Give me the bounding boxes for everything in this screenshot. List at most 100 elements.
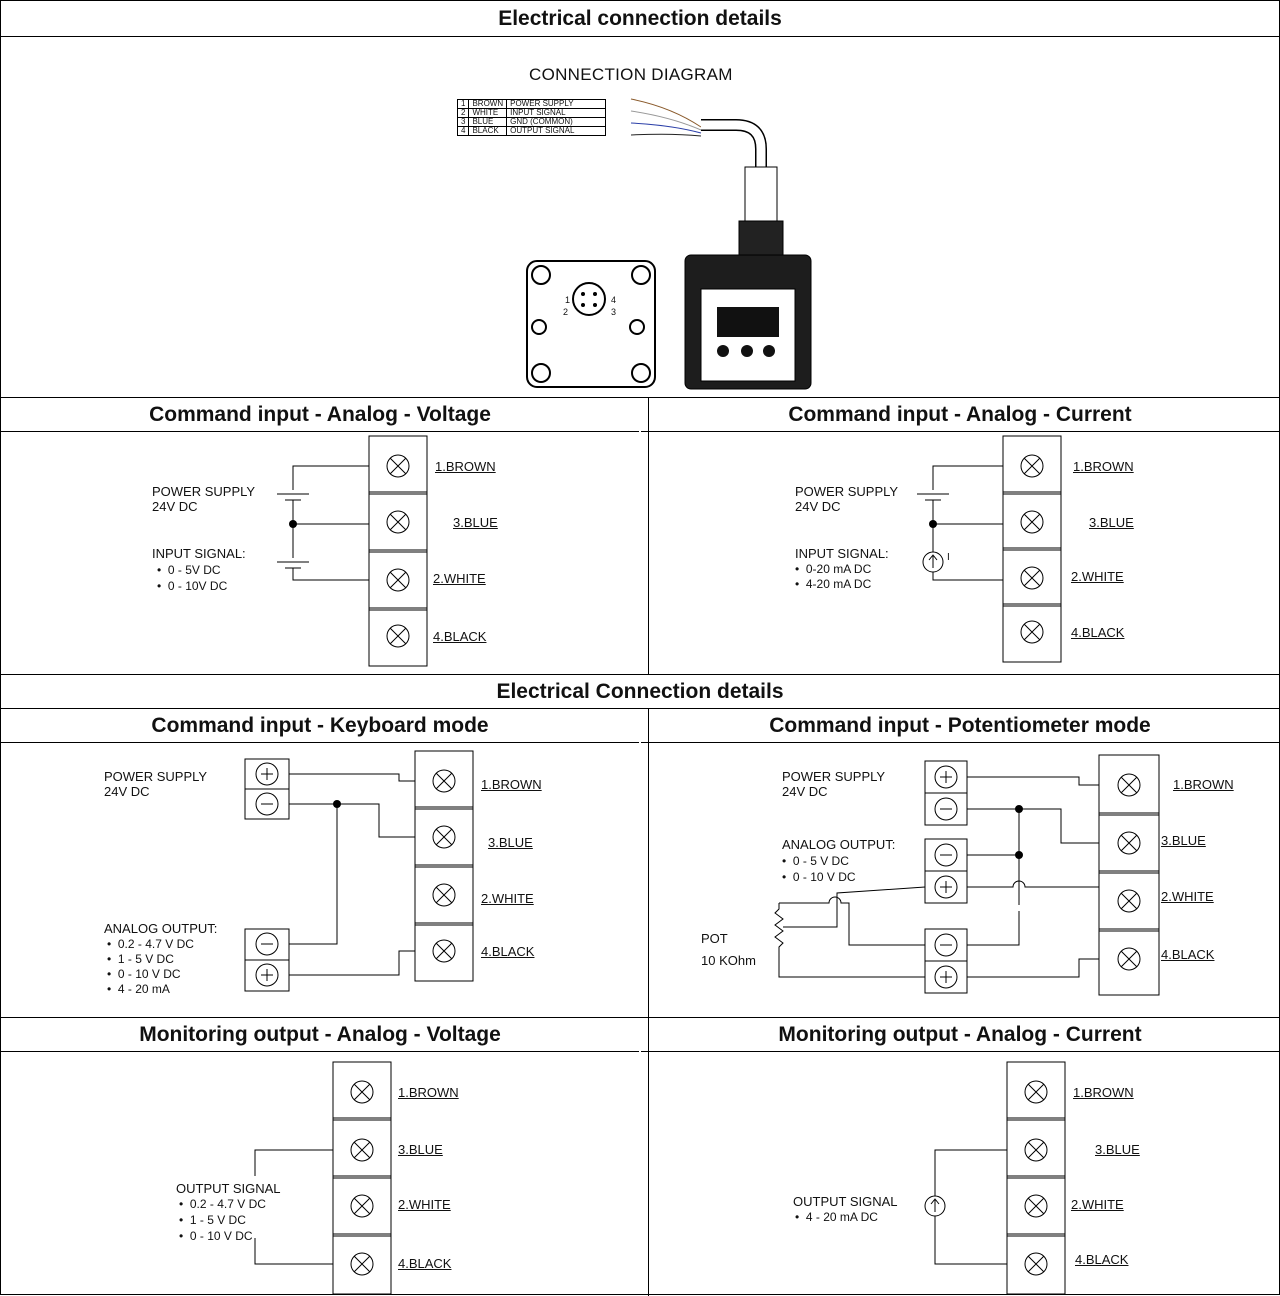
list-item: • 1 - 5 V DC: [107, 952, 174, 966]
pin-signal: OUTPUT SIGNAL: [506, 126, 607, 136]
cable-and-device-drawing: [526, 98, 812, 390]
list-item-text: 1 - 5 V DC: [189, 1213, 246, 1227]
connection-diagram-title: CONNECTION DIAGRAM: [529, 65, 733, 84]
section-title-connection-2: Electrical Connection details: [1, 675, 1279, 709]
output-signal-label: OUTPUT SIGNAL: [176, 1181, 281, 1196]
pin-num: 4: [456, 126, 470, 136]
power-supply-label: POWER SUPPLY: [782, 769, 886, 784]
list-item: • 4-20 mA DC: [795, 577, 872, 591]
current-input-wiring: [917, 435, 1062, 663]
psu-terminals: [244, 758, 290, 992]
divider: [1, 1017, 1279, 1018]
power-supply-label: POWER SUPPLY: [152, 484, 256, 499]
list-item-text: 0 - 10 V DC: [792, 870, 856, 884]
power-supply-voltage: 24V DC: [782, 784, 828, 799]
terminal-label: 4.BLACK: [398, 1256, 452, 1271]
monitoring-voltage-wiring: [254, 1061, 392, 1295]
list-item-text: 0.2 - 4.7 V DC: [189, 1197, 266, 1211]
terminal-block: [414, 750, 474, 982]
input-signal-label: INPUT SIGNAL:: [795, 546, 889, 561]
terminal-label: 3.BLUE: [488, 835, 533, 850]
pin-label-4: 4: [611, 295, 617, 305]
terminal-label: 4.BLACK: [1071, 625, 1125, 640]
column-divider: [648, 709, 649, 1296]
pin-label-3: 3: [611, 307, 617, 317]
terminal-label: 3.BLUE: [398, 1142, 443, 1157]
list-item: • 0 - 10V DC: [157, 579, 228, 593]
analog-output-label: ANALOG OUTPUT:: [104, 921, 218, 936]
pot-value: 10 KOhm: [701, 953, 756, 968]
column-divider: [648, 398, 649, 674]
terminal-label: 1.BROWN: [435, 459, 496, 474]
divider: [1, 397, 1279, 398]
list-item-text: 0 - 10 V DC: [117, 967, 181, 981]
potentiometer-mode-diagram: 1.BROWN 3.BLUE 2.WHITE 4.BLACK POWER SUP…: [649, 743, 1279, 1017]
keyboard-mode-diagram: 1.BROWN 3.BLUE 2.WHITE 4.BLACK POWER SUP…: [1, 743, 648, 1017]
section-title-mon-current: Monitoring output - Analog - Current: [641, 1018, 1279, 1052]
list-item-text: 4 - 20 mA: [117, 982, 170, 996]
power-supply-label: POWER SUPPLY: [104, 769, 208, 784]
input-signal-label: INPUT SIGNAL:: [152, 546, 246, 561]
terminal-label: 3.BLUE: [1161, 833, 1206, 848]
keyboard-mode-wiring: [244, 750, 474, 992]
voltage-input-wires: [277, 465, 369, 581]
list-item-text: 0-20 mA DC: [805, 562, 872, 576]
terminal-label: 4.BLACK: [1161, 947, 1215, 962]
list-item: • 0 - 5 V DC: [782, 854, 849, 868]
output-signal-label: OUTPUT SIGNAL: [793, 1194, 898, 1209]
pin-label-2: 2: [563, 307, 569, 317]
monitoring-voltage-wires: [254, 1149, 333, 1265]
list-item-text: 0 - 10V DC: [167, 579, 228, 593]
monitoring-current-wires: [924, 1149, 1007, 1265]
terminal-label: 2.WHITE: [1071, 569, 1124, 584]
list-item-text: 4 - 20 mA DC: [805, 1210, 878, 1224]
keyboard-mode-wires: [289, 773, 415, 976]
section-title-current-in: Command input - Analog - Current: [641, 398, 1279, 432]
list-item: • 0 - 10 V DC: [782, 870, 856, 884]
section-title-connection: Electrical connection details: [1, 1, 1279, 37]
current-input-diagram: 1.BROWN 3.BLUE 2.WHITE 4.BLACK POWER SUP…: [649, 432, 1279, 674]
pin-label-1: 1: [565, 295, 571, 305]
terminal-block: [1098, 754, 1160, 996]
list-item: • 0 - 10 V DC: [107, 967, 181, 981]
terminal-label: 3.BLUE: [453, 515, 498, 530]
list-item-text: 0.2 - 4.7 V DC: [117, 937, 194, 951]
terminal-block: [332, 1061, 392, 1295]
list-item: • 0.2 - 4.7 V DC: [107, 937, 194, 951]
terminal-label: 3.BLUE: [1089, 515, 1134, 530]
terminal-label: 3.BLUE: [1095, 1142, 1140, 1157]
list-item-text: 1 - 5 V DC: [117, 952, 174, 966]
list-item: • 4 - 20 mA: [107, 982, 170, 996]
power-supply-voltage: 24V DC: [152, 499, 198, 514]
list-item: • 1 - 5 V DC: [179, 1213, 246, 1227]
section-title-pot: Command input - Potentiometer mode: [641, 709, 1279, 743]
terminal-label: 2.WHITE: [481, 891, 534, 906]
terminal-label: 2.WHITE: [433, 571, 486, 586]
pot-terminals: [924, 760, 968, 994]
terminal-label: 1.BROWN: [398, 1085, 459, 1100]
section-title-voltage-in: Command input - Analog - Voltage: [1, 398, 639, 432]
monitoring-current-diagram: 1.BROWN 3.BLUE 2.WHITE 4.BLACK OUTPUT SI…: [649, 1052, 1279, 1295]
list-item: • 0.2 - 4.7 V DC: [179, 1197, 266, 1211]
voltage-input-diagram: 1.BROWN 3.BLUE 2.WHITE 4.BLACK POWER SUP…: [1, 432, 648, 674]
power-supply-label: POWER SUPPLY: [795, 484, 899, 499]
power-supply-voltage: 24V DC: [104, 784, 150, 799]
list-item: • 0-20 mA DC: [795, 562, 872, 576]
list-item: • 0 - 5V DC: [157, 563, 221, 577]
section-title-keyboard: Command input - Keyboard mode: [1, 709, 639, 743]
terminal-block: [1002, 435, 1062, 663]
analog-output-label: ANALOG OUTPUT:: [782, 837, 896, 852]
terminal-label: 2.WHITE: [1161, 889, 1214, 904]
terminal-label: 2.WHITE: [1071, 1197, 1124, 1212]
pot-label: POT: [701, 931, 728, 946]
list-item-text: 0 - 5V DC: [167, 563, 221, 577]
list-item: • 0 - 10 V DC: [179, 1229, 253, 1243]
device-label: Power Supply 24V DC: [715, 367, 765, 373]
terminal-block: [1006, 1061, 1066, 1295]
terminal-label: 1.BROWN: [1073, 459, 1134, 474]
terminal-label: 4.BLACK: [481, 944, 535, 959]
